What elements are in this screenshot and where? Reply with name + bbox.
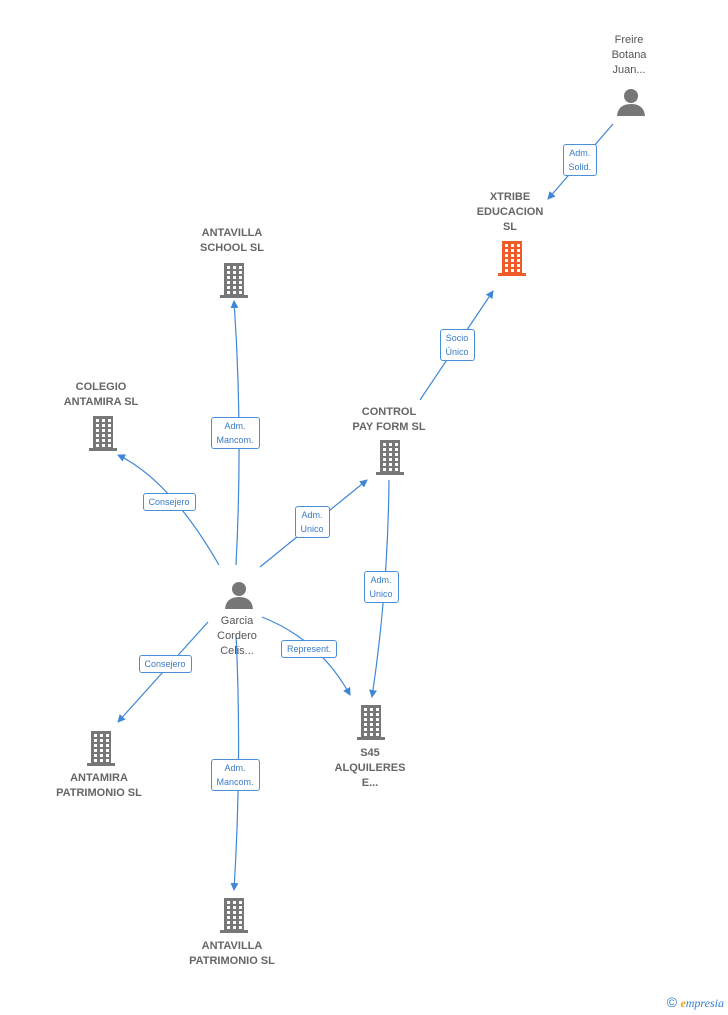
antavilla-patrimonio-building-icon[interactable] [220,898,248,933]
node-label-line: SL [502,221,518,233]
edge-label-line: Adm. [224,763,246,773]
brand-logo: empresia [680,996,724,1010]
edge-label-garcia-colegio[interactable]: Consejero [142,493,196,511]
node-label-line: ANTAMIRA SL [63,396,139,408]
s45-building-icon[interactable] [357,705,385,740]
node-label-line: Freire [614,34,644,46]
node-label-line: E... [361,777,379,789]
xtribe-building-icon[interactable] [498,241,526,276]
edge-label-garcia-antavilla-patrimonio[interactable]: Adm. Mancom. [210,759,260,791]
node-label-line: Cordero [217,630,257,642]
node-label-line: XTRIBE [489,191,531,203]
node-label-line: ANTAVILLA [201,227,263,239]
node-label-line: SCHOOL SL [200,242,264,254]
node-label-colegio-antamira[interactable]: COLEGIO ANTAMIRA SL [46,380,156,410]
edge-label-line: Solid. [568,162,592,172]
edge-label-line: Adm. [224,421,246,431]
edge-label-line: Unico [369,589,393,599]
edge-label-line: Consejero [144,659,186,669]
copyright-symbol: © [666,994,678,1010]
edge-label-line: Adm. [569,148,591,158]
antavilla-school-building-icon[interactable] [220,263,248,298]
node-label-line: ANTAVILLA [201,940,263,952]
footer-brand[interactable]: © empresia [667,994,724,1011]
node-label-antavilla-patrimonio[interactable]: ANTAVILLA PATRIMONIO SL [172,939,292,969]
node-label-line: ALQUILERES [334,762,406,774]
freire-person-icon[interactable] [617,89,645,116]
node-label-line: PAY FORM SL [352,421,426,433]
edge-label-line: Adm. [301,510,323,520]
edge-label-line: Unico [300,524,324,534]
edge-label-line: Único [445,347,469,357]
node-label-line: Garcia [220,615,254,627]
node-label-line: ANTAMIRA [70,772,128,784]
node-label-line: PATRIMONIO SL [189,955,275,967]
edge-label-line: Adm. [370,575,392,585]
garcia-person-icon[interactable] [225,582,253,609]
node-label-xtribe[interactable]: XTRIBE EDUCACION SL [460,190,560,235]
control-pay-form-building-icon[interactable] [376,440,404,475]
edge-label-garcia-control[interactable]: Adm. Unico [294,506,330,538]
edge-label-line: Mancom. [216,435,254,445]
edge-label-line: Consejero [148,497,190,507]
node-label-line: PATRIMONIO SL [56,787,142,799]
node-label-line: Botana [611,49,647,61]
edge-label-line: Socio [445,333,469,343]
node-label-line: COLEGIO [75,381,127,393]
edge-label-garcia-s45[interactable]: Represent. [281,640,338,658]
edge-label-line: Represent. [287,644,332,654]
node-label-antamira-patrimonio[interactable]: ANTAMIRA PATRIMONIO SL [39,771,159,801]
node-label-line: S45 [360,747,380,759]
edge-label-garcia-antamira-patrimonio[interactable]: Consejero [138,655,192,673]
edge-label-garcia-antavilla-school[interactable]: Adm. Mancom. [210,417,260,449]
node-label-line: Celis... [220,645,254,657]
edge-label-freire-xtribe[interactable]: Adm. Solid. [562,144,598,176]
node-label-antavilla-school[interactable]: ANTAVILLA SCHOOL SL [182,226,282,256]
node-label-control-pay-form[interactable]: CONTROL PAY FORM SL [334,405,444,435]
node-label-line: Juan... [612,64,646,76]
antamira-patrimonio-building-icon[interactable] [87,731,115,766]
node-label-line: CONTROL [361,406,417,418]
edge-label-control-s45[interactable]: Adm. Unico [363,571,399,603]
node-label-line: EDUCACION [476,206,544,218]
colegio-antamira-building-icon[interactable] [89,416,117,451]
edge-label-line: Mancom. [216,777,254,787]
